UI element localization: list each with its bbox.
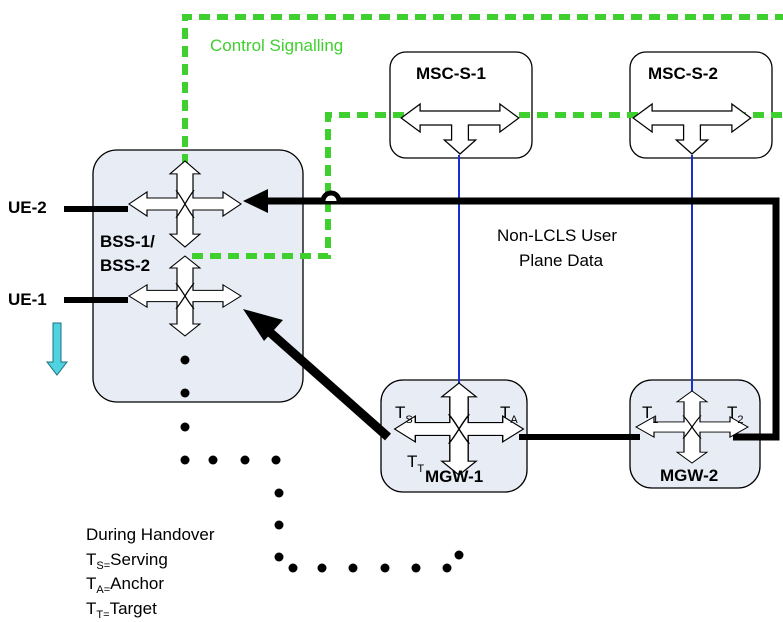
legend-item-anchor: TA=Anchor [86,574,164,596]
ue1-label: UE-1 [8,290,47,309]
t2-label: T2 [727,403,744,426]
legend-item-serving: TS=Serving [86,550,168,572]
ue2-label: UE-2 [8,198,47,217]
msc-s-2-label: MSC-S-2 [648,64,718,83]
msc-s-1-box [389,51,533,159]
ts-label: TS [395,403,413,426]
mgw1-bss-arrowhead [243,309,283,341]
t1-label: T1 [642,403,659,426]
control-signalling-path [182,14,783,259]
handover-dotted-path [180,355,464,573]
control-signalling-label: Control Signalling [210,36,343,55]
tt-label: TT [407,452,424,475]
user-plane-path [265,197,780,441]
down-arrow-icon [45,322,69,376]
ta-label: TA [500,403,518,426]
bss-label-line2: BSS-2 [100,256,150,275]
msc-s-1-label: MSC-S-1 [416,64,486,83]
msc-s-2-box [629,51,773,159]
non-lcls-label-line1: Non-LCLS User [497,226,617,245]
user-plane-arrowhead [243,189,268,213]
non-lcls-label-line2: Plane Data [519,251,604,270]
mgw1-bss-link [261,323,391,441]
mgw-2-label: MGW-2 [660,466,718,485]
crossing-bump [320,190,342,202]
mgw-1-label: MGW-1 [425,467,483,486]
legend-item-target: TT=Target [86,599,157,621]
bss-box [92,149,304,403]
legend-title: During Handover [86,525,215,544]
bss-label-line1: BSS-1/ [100,232,155,251]
